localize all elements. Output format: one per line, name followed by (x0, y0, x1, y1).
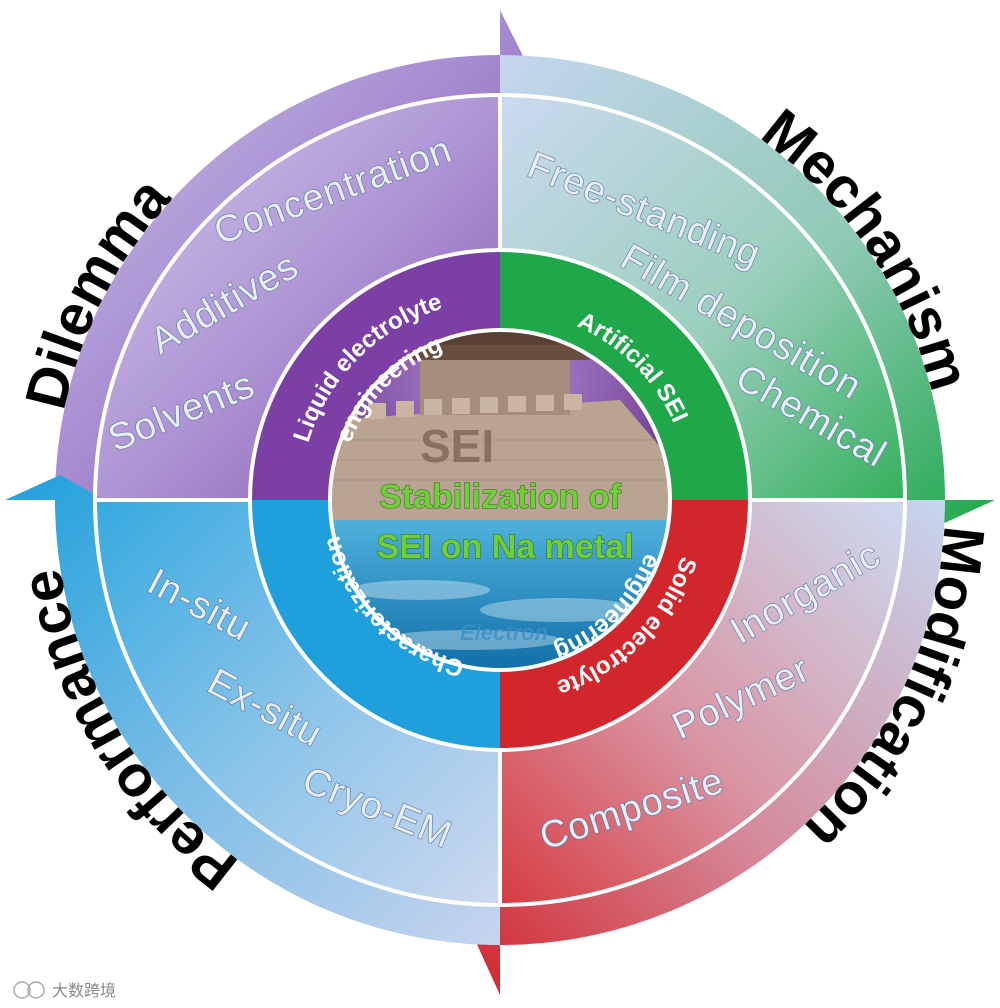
watermark: 大数跨境 (14, 981, 116, 1000)
wave-label: Electron (460, 620, 548, 645)
center-title-line2: SEI on Na metal (377, 528, 634, 566)
center-title-line1: Stabilization of (379, 478, 621, 516)
watermark-text: 大数跨境 (52, 981, 116, 1000)
wall-label: SEI (420, 420, 494, 472)
